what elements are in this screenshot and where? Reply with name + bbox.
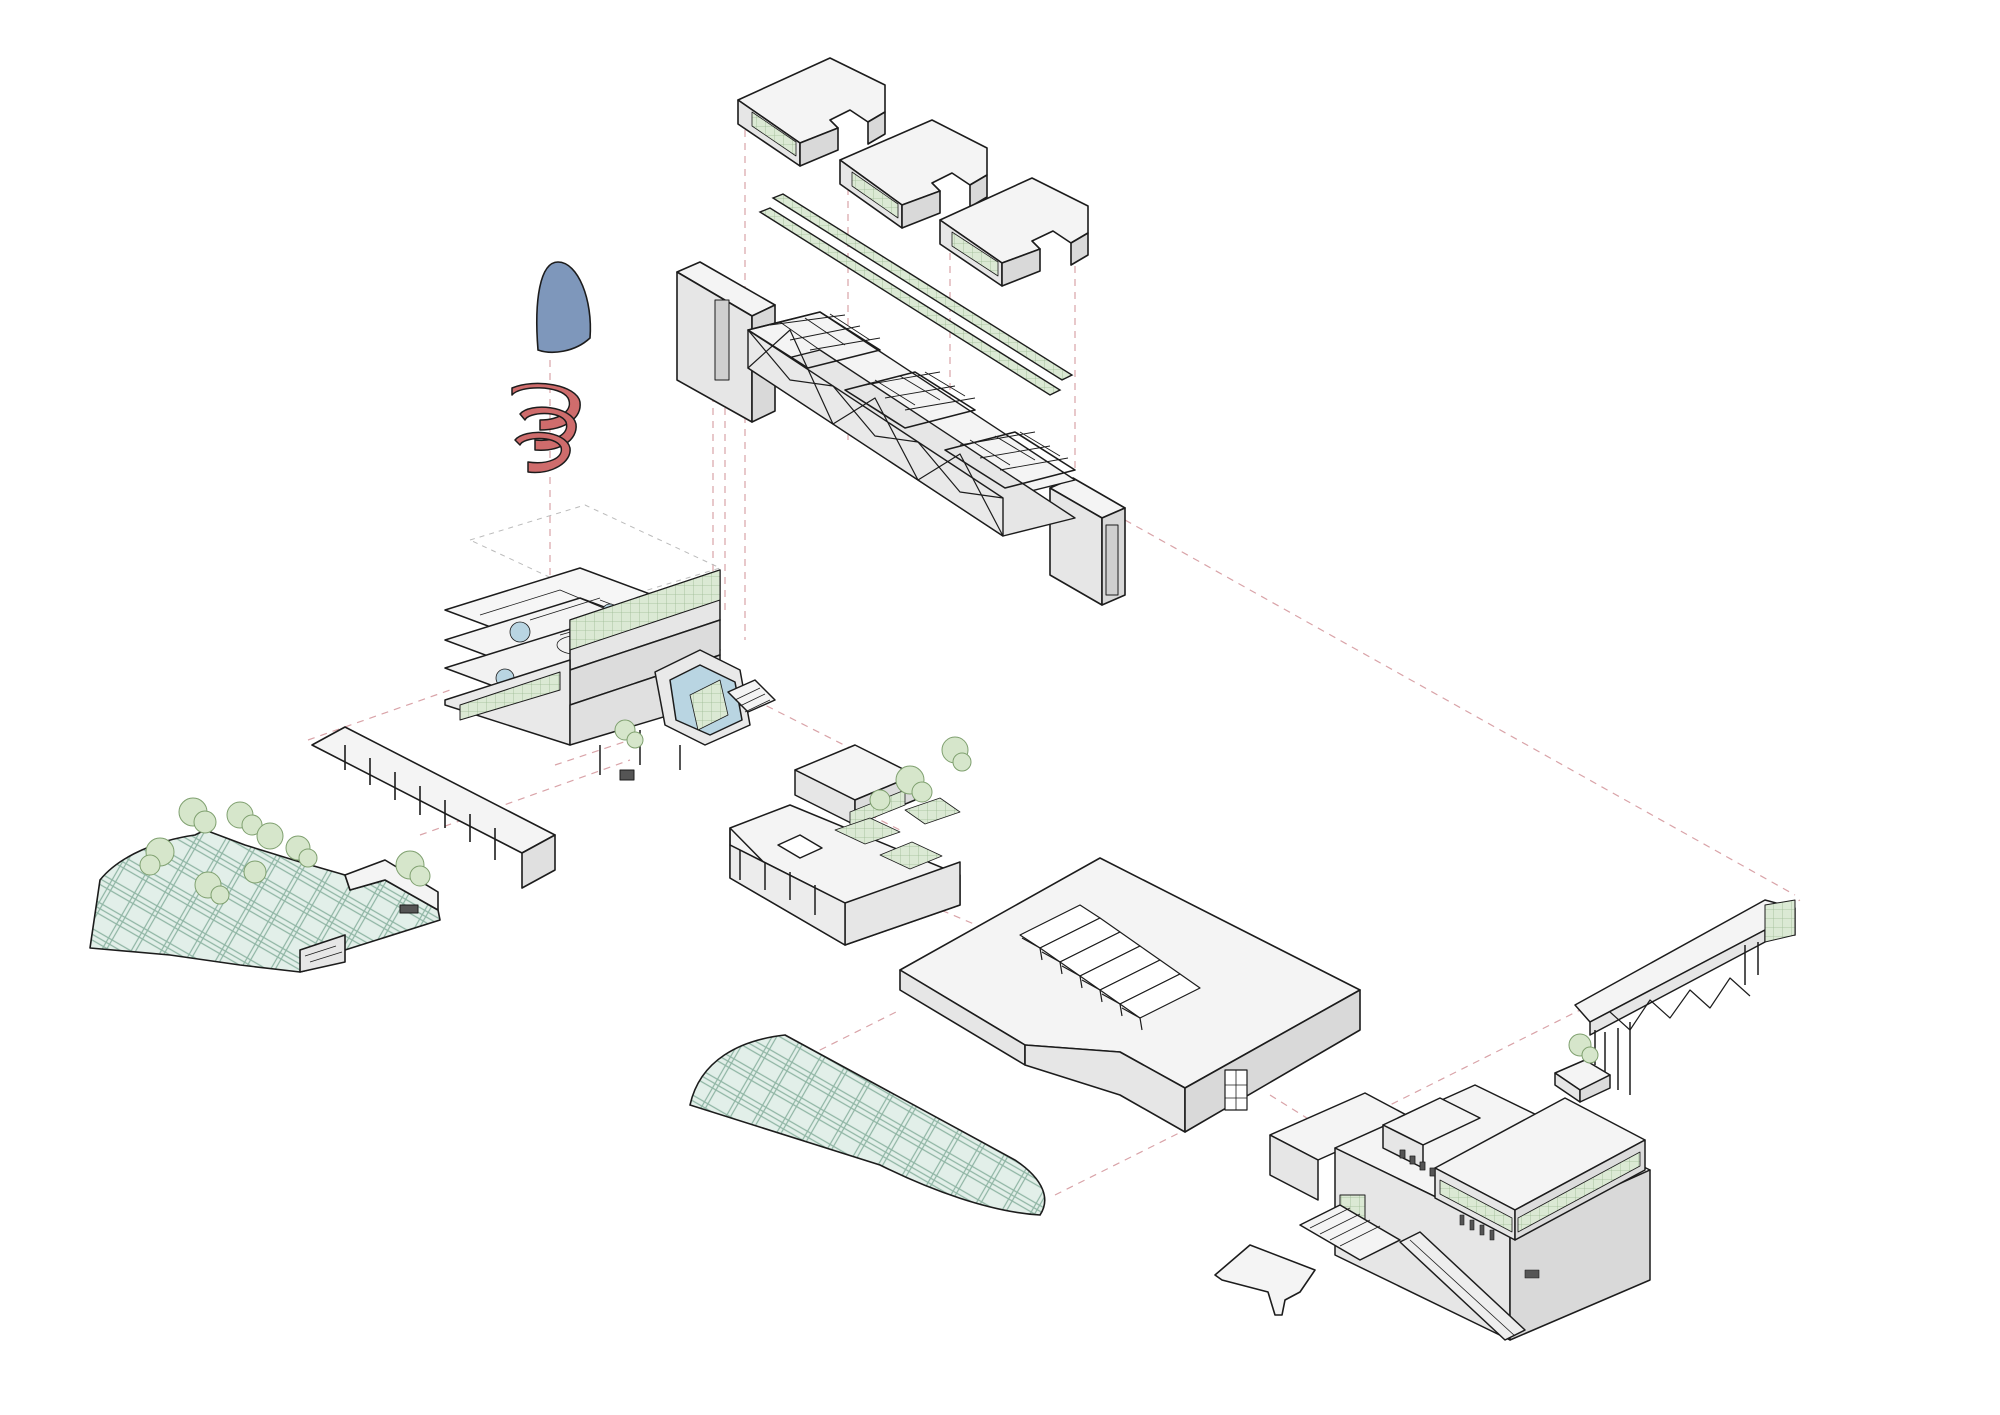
truss-bridge [747, 311, 1076, 537]
stair-core-west [676, 261, 776, 423]
museum-core [444, 504, 776, 781]
pavilion [729, 736, 972, 946]
sculpture-canopy [1214, 1244, 1316, 1316]
planter [1554, 1033, 1611, 1103]
annex-building [1269, 1084, 1651, 1341]
dome-shell [536, 261, 592, 354]
canopy [311, 726, 556, 889]
spiral-ramp [511, 382, 581, 474]
plaza-paving [689, 1034, 1046, 1216]
sky-bridge [1574, 899, 1796, 1095]
roof-volume-3 [939, 177, 1089, 287]
roof-volume-2 [839, 119, 988, 229]
clerestory-strip [758, 193, 1074, 396]
garden-terrace [89, 797, 441, 973]
stair-core-east [1049, 477, 1126, 606]
warehouse-hall [899, 857, 1361, 1133]
roof-volume-1 [737, 57, 886, 167]
